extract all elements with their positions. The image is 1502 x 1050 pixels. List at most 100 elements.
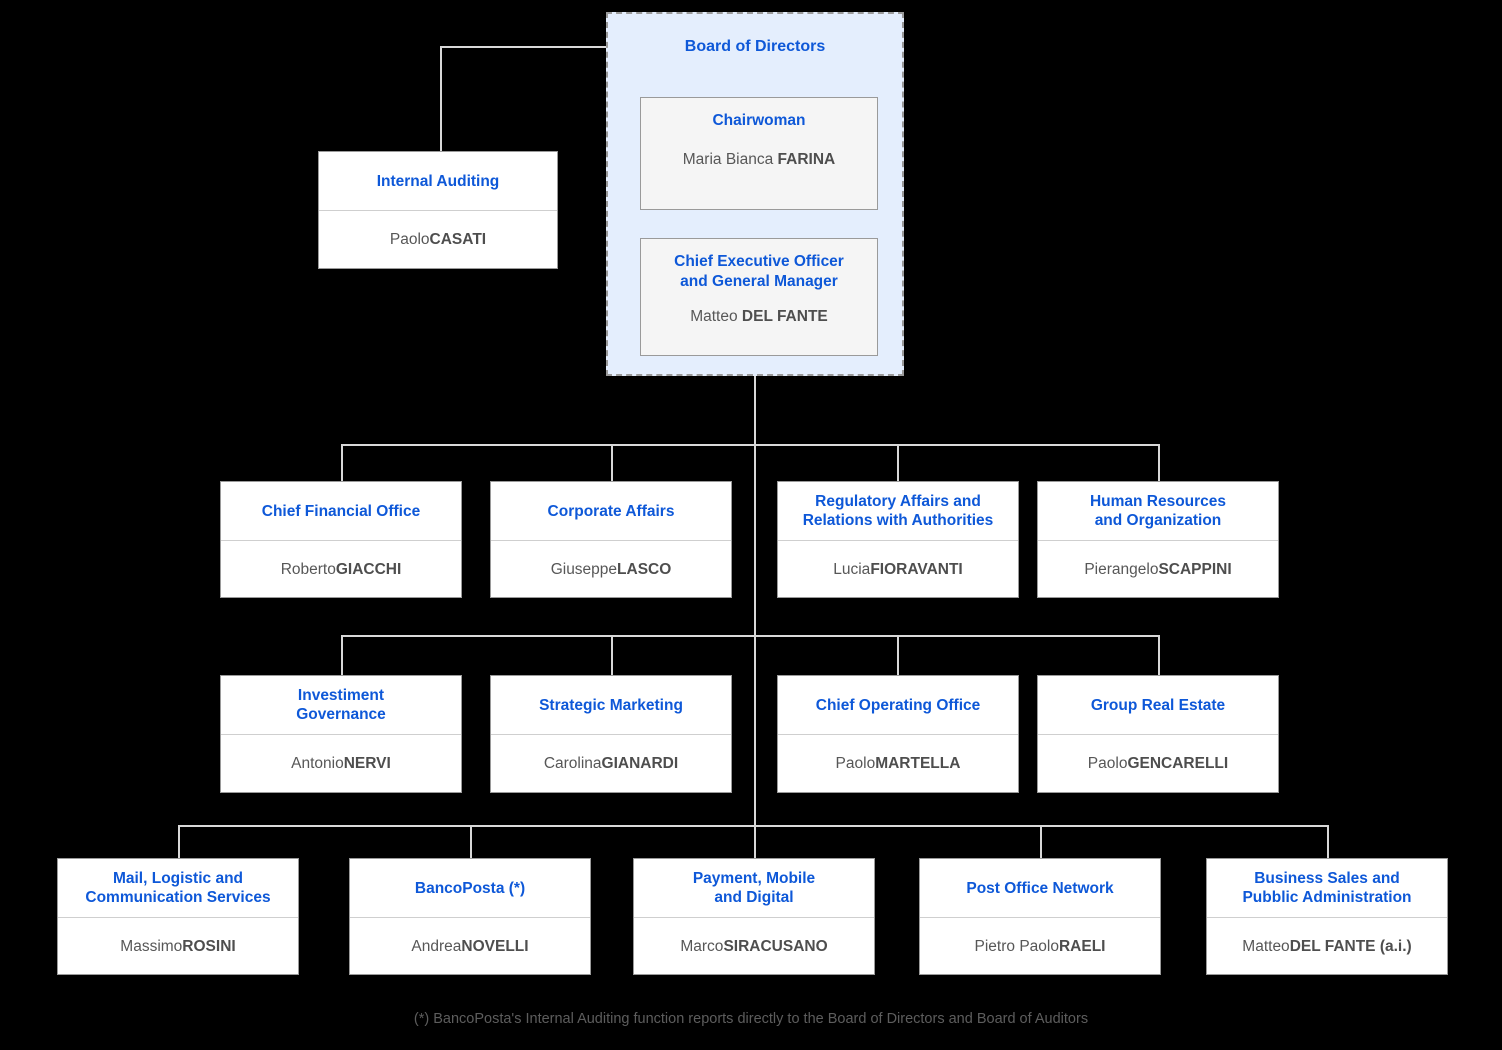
connector-board-to-audit-horizontal <box>440 46 608 48</box>
ceo-name: Matteo DEL FANTE <box>684 307 834 327</box>
unit-person-corporate-affairs: Giuseppe LASCO <box>491 541 731 597</box>
person-lastname: GIANARDI <box>601 755 679 772</box>
person-firstname: Matteo <box>1242 937 1290 955</box>
person-firstname: Lucia <box>833 560 871 578</box>
footnote-text: (*) BancoPosta's Internal Auditing funct… <box>413 1011 1089 1027</box>
unit-title-bancoposta: BancoPosta (*) <box>350 859 590 918</box>
unit-person-strategic-marketing: Carolina GIANARDI <box>491 735 731 792</box>
person-firstname: Pierangelo <box>1084 560 1159 578</box>
connector-row1-drop-1 <box>341 444 343 481</box>
person-lastname: GIACCHI <box>335 560 402 578</box>
connector-row3-bus <box>178 825 1328 827</box>
person-firstname: Paolo <box>1087 755 1128 772</box>
person-lastname: SCAPPINI <box>1158 560 1232 578</box>
person-lastname: NOVELLI <box>461 937 529 955</box>
unit-person-bancoposta: Andrea NOVELLI <box>350 918 590 974</box>
unit-person-chief-operating-office: Paolo MARTELLA <box>778 735 1018 792</box>
unit-person-internal-auditing: Paolo CASATI <box>319 211 557 268</box>
unit-corporate-affairs[interactable]: Corporate Affairs Giuseppe LASCO <box>490 481 732 598</box>
person-lastname: FIORAVANTI <box>870 560 963 578</box>
connector-row3-drop-1 <box>178 825 180 858</box>
connector-row3-drop-4 <box>1040 825 1042 858</box>
unit-title-group-real-estate: Group Real Estate <box>1038 676 1278 735</box>
chairwoman-name: Maria Bianca FARINA <box>677 150 841 170</box>
ceo-lastname: DEL FANTE <box>741 308 828 325</box>
unit-title-chief-operating-office: Chief Operating Office <box>778 676 1018 735</box>
person-firstname: Paolo <box>835 755 876 772</box>
board-of-directors-panel[interactable]: Board of Directors Chairwoman Maria Bian… <box>606 12 904 376</box>
unit-internal-auditing[interactable]: Internal Auditing Paolo CASATI <box>318 151 558 269</box>
ceo-firstname: Matteo <box>690 308 742 325</box>
person-firstname: Paolo <box>389 231 430 248</box>
person-firstname: Massimo <box>120 937 183 955</box>
unit-person-investiment-governance: Antonio NERVI <box>221 735 461 792</box>
unit-chief-financial-office[interactable]: Chief Financial Office Roberto GIACCHI <box>220 481 462 598</box>
connector-row3-drop-5 <box>1327 825 1329 858</box>
person-firstname: Andrea <box>411 937 462 955</box>
unit-title-chief-financial-office: Chief Financial Office <box>221 482 461 541</box>
connector-row1-drop-2 <box>611 444 613 481</box>
person-lastname: ROSINI <box>182 937 236 955</box>
unit-person-payment-mobile-digital: Marco SIRACUSANO <box>634 918 874 974</box>
connector-row3-drop-2 <box>470 825 472 858</box>
connector-row3-drop-3 <box>754 825 756 858</box>
person-firstname: Marco <box>680 937 724 955</box>
unit-person-regulatory-affairs: Lucia FIORAVANTI <box>778 541 1018 597</box>
board-of-directors-title: Board of Directors <box>684 38 826 55</box>
person-lastname: NERVI <box>343 755 391 772</box>
connector-row2-drop-1 <box>341 635 343 675</box>
person-lastname: GENCARELLI <box>1127 755 1229 772</box>
unit-title-post-office-network: Post Office Network <box>920 859 1160 918</box>
unit-chief-operating-office[interactable]: Chief Operating Office Paolo MARTELLA <box>777 675 1019 793</box>
person-lastname: MARTELLA <box>875 755 961 772</box>
unit-title-internal-auditing: Internal Auditing <box>319 152 557 211</box>
unit-strategic-marketing[interactable]: Strategic Marketing Carolina GIANARDI <box>490 675 732 793</box>
unit-person-chief-financial-office: Roberto GIACCHI <box>221 541 461 597</box>
connector-board-to-audit-vertical <box>440 46 442 151</box>
unit-group-real-estate[interactable]: Group Real Estate Paolo GENCARELLI <box>1037 675 1279 793</box>
person-firstname: Roberto <box>280 560 336 578</box>
person-firstname: Giuseppe <box>550 560 618 578</box>
unit-title-strategic-marketing: Strategic Marketing <box>491 676 731 735</box>
unit-person-business-sales: Matteo DEL FANTE (a.i.) <box>1207 918 1447 974</box>
chairwoman-lastname: FARINA <box>777 151 836 168</box>
unit-title-corporate-affairs: Corporate Affairs <box>491 482 731 541</box>
person-firstname: Antonio <box>291 755 344 772</box>
unit-person-group-real-estate: Paolo GENCARELLI <box>1038 735 1278 792</box>
chairwoman-firstname: Maria Bianca <box>682 151 778 168</box>
person-lastname: RAELI <box>1058 937 1106 955</box>
unit-bancoposta[interactable]: BancoPosta (*) Andrea NOVELLI <box>349 858 591 975</box>
connector-row1-drop-3 <box>897 444 899 481</box>
connector-main-trunk <box>754 376 756 846</box>
chairwoman-card[interactable]: Chairwoman Maria Bianca FARINA <box>640 97 878 210</box>
person-lastname: CASATI <box>429 231 487 248</box>
person-firstname: Carolina <box>543 755 602 772</box>
connector-row2-drop-3 <box>897 635 899 675</box>
person-lastname: SIRACUSANO <box>723 937 828 955</box>
person-lastname: DEL FANTE (a.i.) <box>1289 937 1412 955</box>
person-lastname: LASCO <box>617 560 672 578</box>
unit-post-office-network[interactable]: Post Office Network Pietro Paolo RAELI <box>919 858 1161 975</box>
connector-row1-bus <box>341 444 1160 446</box>
connector-row2-bus <box>341 635 1160 637</box>
unit-person-post-office-network: Pietro Paolo RAELI <box>920 918 1160 974</box>
unit-person-mail-logistic: Massimo ROSINI <box>58 918 298 974</box>
chairwoman-role: Chairwoman <box>712 112 806 129</box>
connector-row2-drop-2 <box>611 635 613 675</box>
unit-person-human-resources: Pierangelo SCAPPINI <box>1038 541 1278 597</box>
